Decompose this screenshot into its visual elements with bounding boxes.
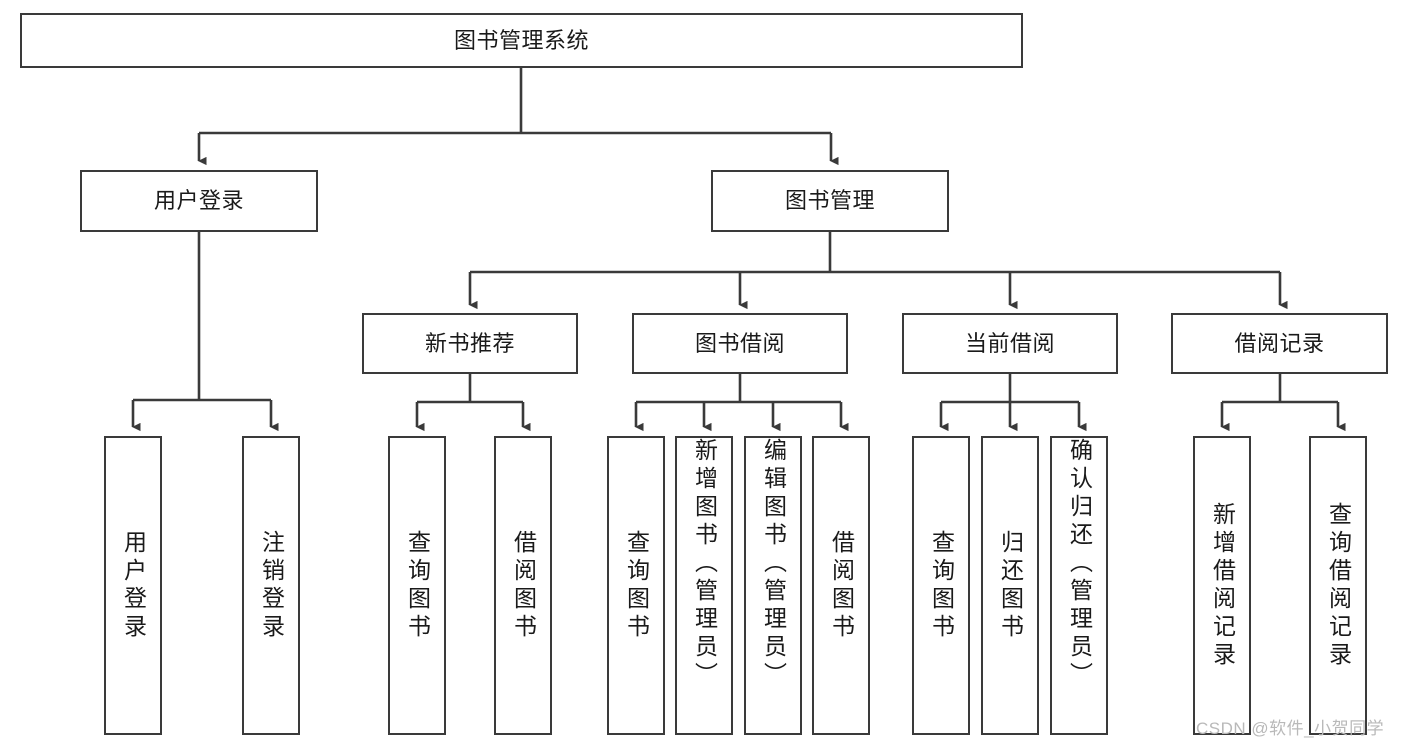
leaf-label: 新增图书（管理员） (691, 438, 718, 690)
node-new-book-recommend[interactable]: 新书推荐 (362, 313, 578, 374)
leaf-label: 确认归还（管理员） (1066, 438, 1093, 690)
node-user-login-label: 用户登录 (153, 188, 244, 214)
node-new-book-recommend-label: 新书推荐 (424, 330, 515, 356)
leaf-label: 借阅图书 (510, 529, 537, 642)
leaf-label: 借阅图书 (828, 529, 855, 642)
node-book-management-label: 图书管理 (784, 188, 875, 214)
leaf-label: 归还图书 (997, 529, 1024, 642)
node-root[interactable]: 图书管理系统 (20, 13, 1023, 68)
leaf-user-login-logout[interactable]: 注销登录 (242, 436, 300, 735)
leaf-current-borrow-query[interactable]: 查询图书 (912, 436, 970, 735)
leaf-book-borrow-edit[interactable]: 编辑图书（管理员） (744, 436, 802, 735)
node-root-label: 图书管理系统 (453, 27, 589, 53)
leaf-book-borrow-borrow[interactable]: 借阅图书 (812, 436, 870, 735)
node-book-management[interactable]: 图书管理 (711, 170, 949, 232)
leaf-label: 新增借阅记录 (1209, 501, 1236, 670)
leaf-new-book-borrow[interactable]: 借阅图书 (494, 436, 552, 735)
node-borrow-record-label: 借阅记录 (1234, 330, 1325, 356)
node-user-login[interactable]: 用户登录 (80, 170, 318, 232)
leaf-label: 注销登录 (258, 529, 285, 642)
leaf-borrow-record-add[interactable]: 新增借阅记录 (1193, 436, 1251, 735)
leaf-book-borrow-query[interactable]: 查询图书 (607, 436, 665, 735)
leaf-borrow-record-query[interactable]: 查询借阅记录 (1309, 436, 1367, 735)
node-book-borrow-label: 图书借阅 (694, 330, 785, 356)
leaf-book-borrow-add[interactable]: 新增图书（管理员） (675, 436, 733, 735)
leaf-label: 查询图书 (404, 529, 431, 642)
leaf-user-login-login[interactable]: 用户登录 (104, 436, 162, 735)
node-current-borrow[interactable]: 当前借阅 (902, 313, 1118, 374)
leaf-label: 查询借阅记录 (1325, 501, 1352, 670)
watermark-text: CSDN @软件_小贺同学 (1196, 719, 1385, 738)
leaf-label: 查询图书 (928, 529, 955, 642)
leaf-label: 用户登录 (120, 529, 147, 642)
leaf-current-borrow-return[interactable]: 归还图书 (981, 436, 1039, 735)
leaf-new-book-query[interactable]: 查询图书 (388, 436, 446, 735)
node-borrow-record[interactable]: 借阅记录 (1171, 313, 1388, 374)
leaf-label: 查询图书 (623, 529, 650, 642)
leaf-label: 编辑图书（管理员） (760, 438, 787, 690)
node-current-borrow-label: 当前借阅 (964, 330, 1055, 356)
node-book-borrow[interactable]: 图书借阅 (632, 313, 848, 374)
leaf-current-borrow-confirm[interactable]: 确认归还（管理员） (1050, 436, 1108, 735)
